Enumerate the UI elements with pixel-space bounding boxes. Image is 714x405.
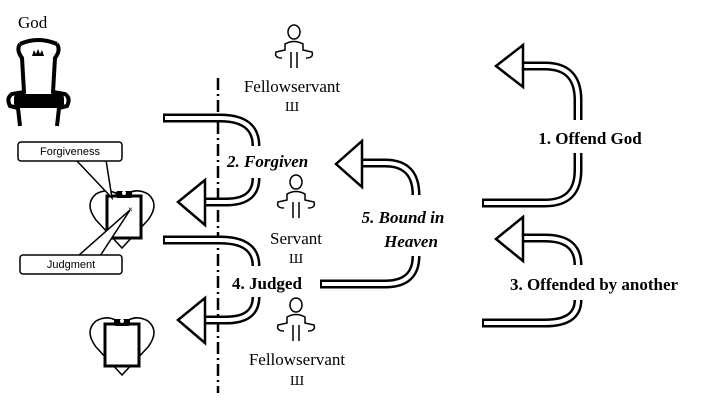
arrow-forgiven [163,113,261,228]
step-judged: 4. Judged [232,274,302,293]
callout-forgiveness-text: Forgiveness [40,146,100,158]
step-bound-line2: Heaven [383,232,438,251]
fellowservant-bottom-label: Fellowservant [249,350,346,369]
step-offend-god: 1. Offend God [538,129,642,148]
step-offended-by-another: 3. Offended by another [510,275,679,294]
step-bound-line1: 5. Bound in [362,208,445,227]
arrow-judged [163,235,261,346]
arrow-offended-by-another [482,214,583,328]
svg-text:×: × [128,205,133,214]
servant-label: Servant [270,229,322,248]
arrow-bound-in-heaven [320,138,421,289]
step-forgiven: 2. Forgiven [226,152,308,171]
fellowservant-bottom-mark: Ш [290,374,304,389]
person-icon-fellowservant-bottom [276,297,316,341]
fellowservant-top-mark: Ш [285,100,299,115]
heart-clipboard-icon-bottom [89,317,155,377]
callout-forgiveness: Forgiveness [17,141,123,201]
servant-mark: Ш [289,252,303,267]
arrow-offend-god [482,42,583,208]
heart-clipboard-icon-top: × [89,190,155,250]
god-label: God [18,13,48,32]
person-icon-servant [276,174,316,218]
callout-judgment-text: Judgment [47,259,95,271]
person-icon-fellowservant-top [274,24,314,68]
throne-icon [6,38,71,127]
fellowservant-top-label: Fellowservant [244,77,341,96]
callout-judgment: Judgment [19,209,131,275]
